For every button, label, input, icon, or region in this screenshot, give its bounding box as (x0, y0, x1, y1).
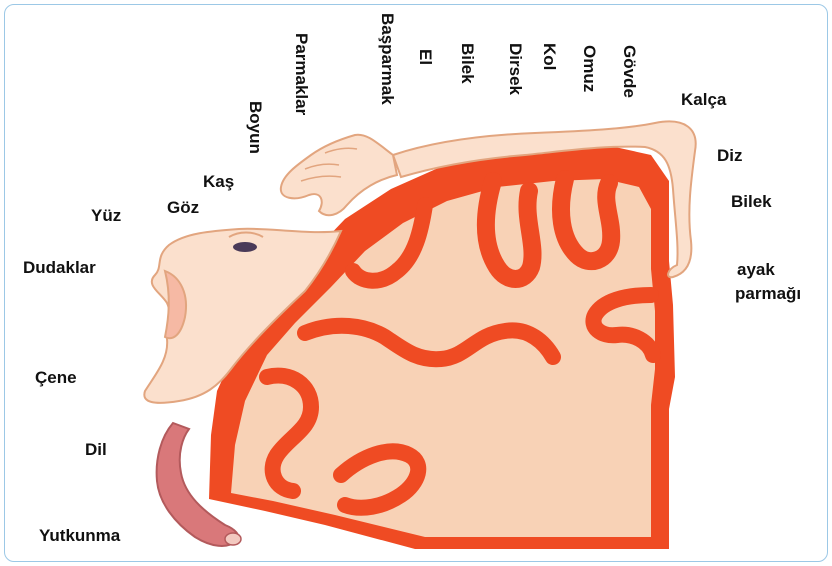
label-yuz: Yüz (91, 207, 121, 224)
diagram-frame: Parmaklar Başparmak El Bilek Dirsek Kol … (4, 4, 828, 562)
label-bilek-top: Bilek (459, 43, 476, 84)
label-govde: Gövde (621, 45, 638, 98)
label-bilek-right: Bilek (731, 193, 772, 210)
label-cene: Çene (35, 369, 77, 386)
label-dudaklar: Dudaklar (23, 259, 96, 276)
homunculus-illustration (5, 5, 827, 561)
label-parmagi: parmağı (735, 285, 801, 302)
label-parmaklar: Parmaklar (293, 33, 310, 115)
label-kalca: Kalça (681, 91, 726, 108)
label-diz: Diz (717, 147, 743, 164)
label-el: El (417, 49, 434, 65)
label-goz: Göz (167, 199, 199, 216)
label-kas: Kaş (203, 173, 234, 190)
label-boyun: Boyun (247, 101, 264, 154)
label-kol: Kol (541, 43, 558, 70)
eye-figure (233, 242, 257, 252)
label-omuz: Omuz (581, 45, 598, 92)
label-dirsek: Dirsek (507, 43, 524, 95)
throat-opening (225, 533, 241, 545)
label-yutkunma: Yutkunma (39, 527, 120, 544)
label-ayak: ayak (737, 261, 775, 278)
label-dil: Dil (85, 441, 107, 458)
label-basparmak: Başparmak (379, 13, 396, 105)
